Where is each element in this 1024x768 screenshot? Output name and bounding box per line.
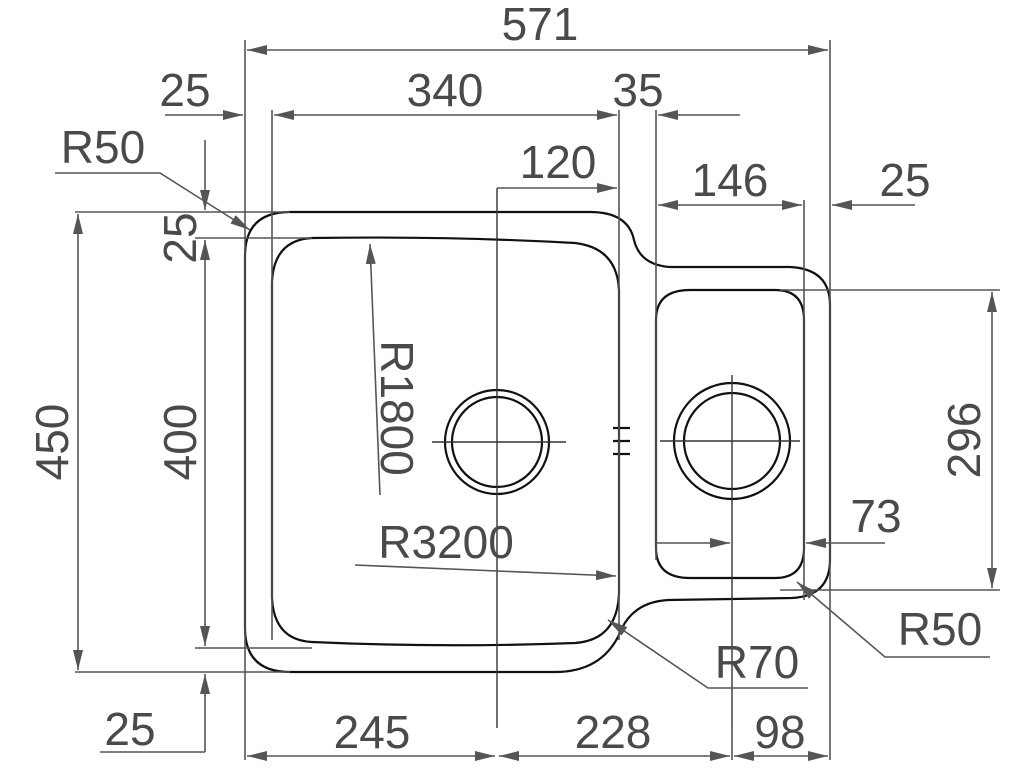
label-drain-offset: 120 <box>520 136 597 188</box>
label-corner-radius-inner: R70 <box>715 636 799 688</box>
label-corner-radius-outer-right: R50 <box>898 603 982 655</box>
label-drain-spacing: 228 <box>575 706 652 758</box>
small-bowl-outline <box>654 288 806 580</box>
dimension-lines <box>73 45 997 761</box>
label-total-height: 450 <box>26 404 78 481</box>
label-corner-radius-outer-top: R50 <box>61 121 145 173</box>
extension-lines <box>75 40 1000 760</box>
label-divider-width: 35 <box>612 64 663 116</box>
label-left-margin-top: 25 <box>159 64 210 116</box>
center-lines <box>432 188 800 728</box>
label-small-bowl-height: 296 <box>938 402 990 479</box>
label-right-margin-top: 25 <box>879 154 930 206</box>
label-bowl-radius-large: R1800 <box>371 340 423 476</box>
label-bottom-margin-vertical: 25 <box>104 703 155 755</box>
label-small-drain-offset: 73 <box>850 490 901 542</box>
dimension-labels: 571 25 340 35 R50 120 146 25 25 450 400 … <box>26 0 990 758</box>
leader-lines <box>55 172 990 689</box>
label-bowl-radius-bottom: R3200 <box>378 516 514 568</box>
label-main-bowl-width: 340 <box>407 64 484 116</box>
label-top-margin-vertical: 25 <box>154 212 206 263</box>
label-main-drain-position: 245 <box>334 706 411 758</box>
label-small-bowl-width: 146 <box>692 154 769 206</box>
label-small-drain-right: 98 <box>754 706 805 758</box>
label-total-width: 571 <box>502 0 579 50</box>
main-bowl-outline <box>270 236 621 647</box>
label-main-bowl-height: 400 <box>154 404 206 481</box>
